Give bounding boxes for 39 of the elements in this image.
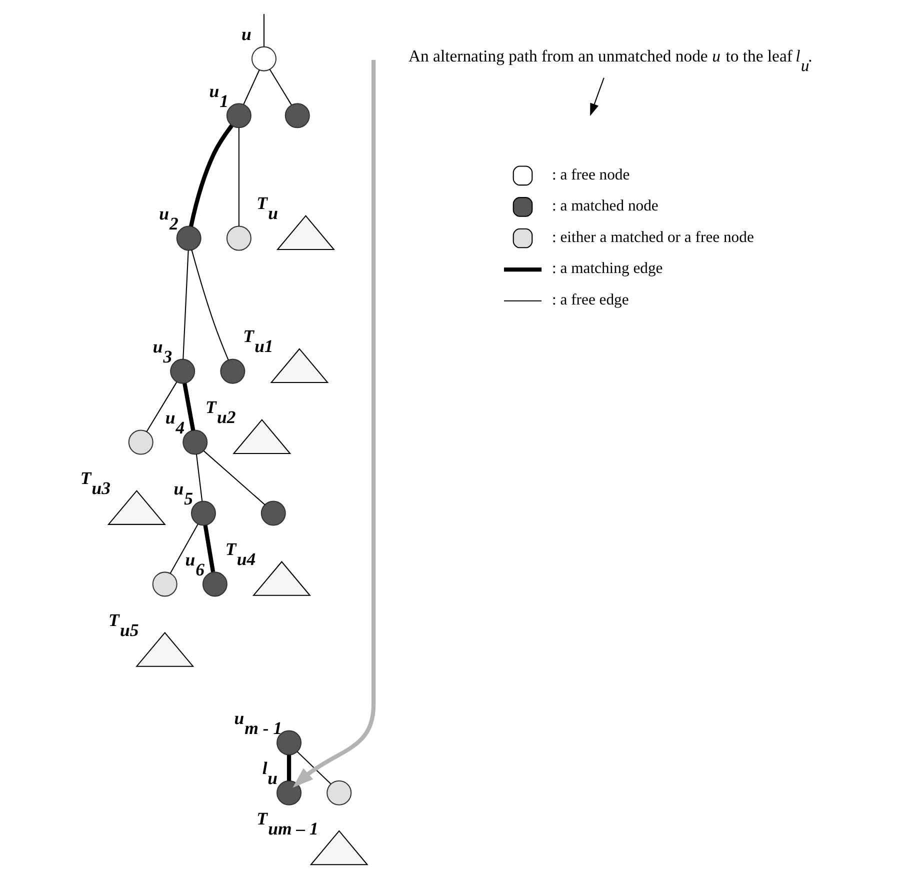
connector bbox=[238, 127, 240, 226]
connector bbox=[182, 382, 196, 430]
node-circle bbox=[176, 225, 202, 250]
arrow bbox=[590, 77, 604, 116]
legend-label: : a free edge bbox=[552, 291, 629, 308]
node-circle bbox=[260, 500, 286, 526]
node-triangle bbox=[270, 348, 329, 383]
node-circle bbox=[326, 780, 352, 805]
legend-label: : either a matched or a free node bbox=[552, 228, 754, 246]
connector bbox=[191, 249, 229, 360]
node-label: u bbox=[242, 24, 252, 44]
node-circle bbox=[170, 358, 196, 384]
connector bbox=[203, 450, 266, 505]
connector bbox=[286, 754, 292, 780]
connector bbox=[269, 68, 292, 105]
node-circle bbox=[226, 225, 252, 250]
node-circle bbox=[220, 358, 246, 384]
node-circle bbox=[182, 429, 208, 454]
connector bbox=[263, 14, 264, 46]
connector bbox=[182, 250, 189, 359]
node-circle bbox=[251, 46, 276, 71]
node-circle bbox=[152, 571, 178, 596]
arrow bbox=[292, 59, 376, 788]
legend-label: : a matched node bbox=[552, 197, 658, 214]
connector bbox=[296, 750, 332, 784]
node-circle bbox=[276, 780, 302, 805]
node-circle bbox=[128, 429, 154, 454]
node-circle bbox=[226, 102, 252, 128]
connector bbox=[243, 69, 260, 104]
node-circle bbox=[190, 500, 216, 526]
node-circle bbox=[284, 102, 310, 128]
connector bbox=[146, 381, 178, 432]
legend-label: : a matching edge bbox=[552, 260, 663, 277]
connector bbox=[203, 524, 216, 572]
legend-label: : a free node bbox=[552, 166, 630, 183]
connector bbox=[196, 454, 203, 500]
node-triangle bbox=[276, 214, 336, 250]
connector bbox=[170, 523, 198, 574]
connector bbox=[188, 124, 234, 226]
